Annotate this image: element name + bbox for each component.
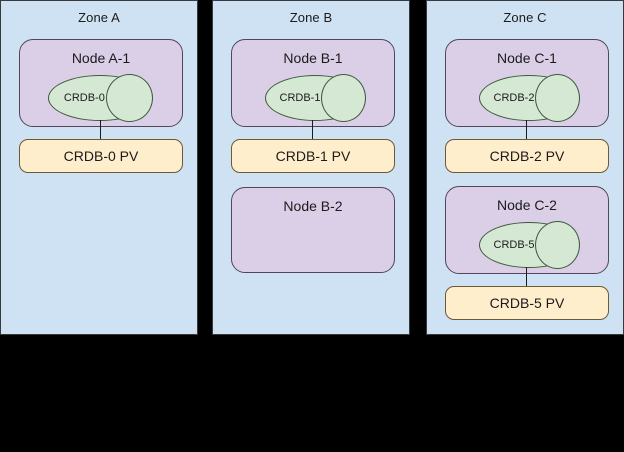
zone-container-c: Zone C Node C-1 CRDB-2 CRDB-2 PV Node C-… xyxy=(426,0,624,335)
pv-label-crdb-5: CRDB-5 PV xyxy=(489,295,565,311)
zone-container-a: Zone A Node A-1 CRDB-0 CRDB-0 PV xyxy=(0,0,198,335)
zone-title-a: Zone A xyxy=(78,10,120,25)
connector-node-a-1-to-pv xyxy=(100,120,101,140)
node-box-b-1: Node B-1 CRDB-1 xyxy=(231,39,395,127)
cylinder-end-cap xyxy=(535,74,580,122)
connector-node-b-1-to-pv xyxy=(312,120,313,140)
cylinder-end-cap xyxy=(535,221,580,269)
pv-box-crdb-0: CRDB-0 PV xyxy=(19,139,183,173)
cylinder-end-cap xyxy=(106,74,153,122)
database-cylinder-crdb-5: CRDB-5 xyxy=(479,221,580,269)
connector-node-c-2-to-pv xyxy=(526,267,527,287)
pv-label-crdb-2: CRDB-2 PV xyxy=(489,148,565,164)
database-label-crdb-2: CRDB-2 xyxy=(493,92,535,104)
database-label-crdb-1: CRDB-1 xyxy=(279,92,321,104)
node-box-a-1: Node A-1 CRDB-0 xyxy=(19,39,183,127)
cylinder-end-cap xyxy=(321,74,366,122)
node-label-b-2: Node B-2 xyxy=(283,198,343,214)
database-cylinder-crdb-2: CRDB-2 xyxy=(479,74,580,122)
pv-label-crdb-1: CRDB-1 PV xyxy=(275,148,351,164)
node-box-c-2: Node C-2 CRDB-5 xyxy=(445,186,609,274)
zone-title-b: Zone B xyxy=(289,10,333,25)
zone-title-c: Zone C xyxy=(503,10,547,25)
connector-node-c-1-to-pv xyxy=(526,120,527,140)
node-label-a-1: Node A-1 xyxy=(71,50,131,66)
pv-box-crdb-1: CRDB-1 PV xyxy=(231,139,395,173)
zone-container-b: Zone B Node B-1 CRDB-1 CRDB-1 PV Node B-… xyxy=(212,0,410,335)
database-label-crdb-0: CRDB-0 xyxy=(63,92,105,104)
pv-box-crdb-2: CRDB-2 PV xyxy=(445,139,609,173)
pv-box-crdb-5: CRDB-5 PV xyxy=(445,286,609,320)
node-label-b-1: Node B-1 xyxy=(283,50,343,66)
node-box-c-1: Node C-1 CRDB-2 xyxy=(445,39,609,127)
node-box-b-2: Node B-2 xyxy=(231,187,395,273)
database-label-crdb-5: CRDB-5 xyxy=(493,239,535,251)
pv-label-crdb-0: CRDB-0 PV xyxy=(63,148,139,164)
node-label-c-1: Node C-1 xyxy=(497,50,557,66)
database-cylinder-crdb-1: CRDB-1 xyxy=(265,74,366,122)
database-cylinder-crdb-0: CRDB-0 xyxy=(48,74,153,122)
node-label-c-2: Node C-2 xyxy=(497,197,557,213)
